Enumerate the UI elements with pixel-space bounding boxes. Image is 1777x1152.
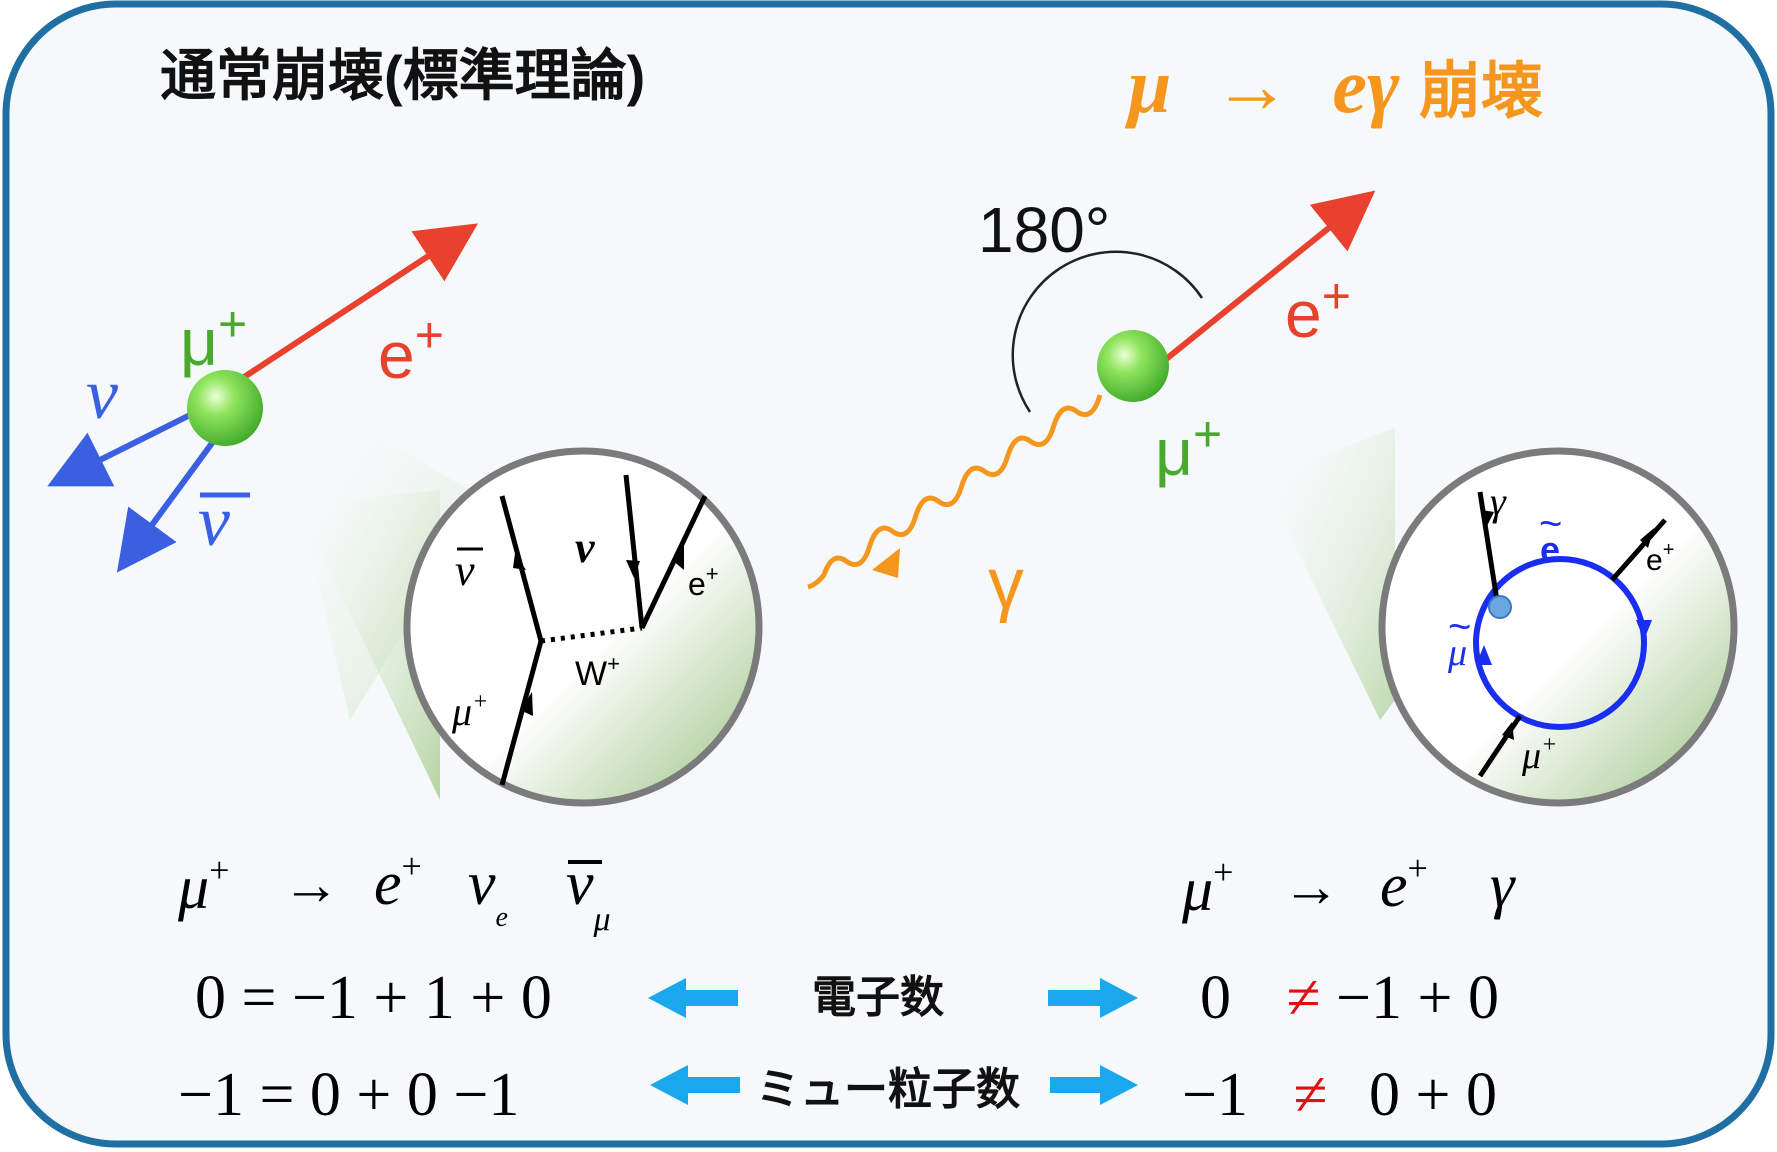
svg-text:→: → [1282, 854, 1340, 919]
photon-wave [807, 394, 1103, 590]
loop-arrow-right [1636, 620, 1652, 640]
arrow-right-electron [1048, 978, 1138, 1018]
right-inset: γ e+ e ~ μ ~ μ+ [1262, 428, 1738, 807]
arrow-right-muon [1050, 1065, 1138, 1105]
inset-w: W+ [575, 651, 620, 693]
right-decay: 180° e+ μ+ γ γ e+ e ~ μ ~ μ+ [807, 190, 1738, 807]
left-title: 通常崩壊(標準理論) [160, 44, 645, 107]
svg-text:νe: νe [468, 850, 508, 933]
left-zoom-cone-2 [300, 436, 485, 720]
f-w [540, 625, 643, 644]
right-electron-row: 0 ≠ −1 + 0 [1200, 964, 1499, 1032]
svg-text:μ+: μ+ [177, 850, 229, 922]
title-arrow: → [1213, 42, 1291, 129]
f-e [639, 494, 708, 630]
label-nu: ν [86, 354, 118, 434]
f-mu-in [499, 640, 544, 786]
svg-text:γ: γ [1490, 852, 1516, 920]
f-nubar-arrow [513, 553, 526, 570]
left-electron-row: 0 = −1 + 1 + 0 [195, 964, 552, 1032]
right-muon-row: −1 ≠ 0 + 0 [1182, 1061, 1497, 1129]
f-mu-arrow [520, 692, 533, 716]
neutrino-track [47, 407, 202, 487]
arrow-left-electron [648, 978, 738, 1018]
inset-smuon-tilde: ~ [1448, 605, 1471, 649]
loop [1473, 556, 1647, 730]
label-electron-number: 電子数 [812, 973, 944, 1022]
f-mu-arrow-r [1502, 722, 1514, 740]
f-e-arrow-r [1640, 528, 1654, 548]
label-angle: 180° [978, 194, 1110, 266]
left-muon-row: −1 = 0 + 0 −1 [178, 1061, 519, 1129]
title-suffix: 崩壊 [1419, 57, 1543, 126]
r-label-gamma: γ [988, 544, 1024, 624]
inset-mu: μ+ [451, 689, 488, 734]
right-zoom-cone [1262, 428, 1395, 720]
right-title: μ → eγ 崩壊 [1124, 42, 1543, 129]
arrow-left-muon [650, 1065, 740, 1105]
muon-ball [187, 370, 263, 446]
r-positron-track [1163, 190, 1376, 363]
f-nu-arrow [626, 560, 640, 578]
right-reaction: μ+ → e+ γ [1181, 848, 1516, 924]
positron-track [230, 223, 479, 388]
inset-eplus: e+ [688, 561, 719, 602]
vertex-dot [1488, 595, 1512, 619]
inset-gamma-r: γ [1490, 479, 1507, 524]
inset-selectron: e [1540, 529, 1560, 570]
f-e-arrow [672, 546, 684, 570]
f-e-r [1610, 518, 1667, 582]
left-inset-circle [403, 447, 763, 807]
svg-text:→: → [282, 852, 340, 917]
title-mu: μ [1124, 42, 1171, 129]
svg-text:μ+: μ+ [1181, 852, 1233, 924]
label-positron: e+ [378, 307, 444, 392]
f-gamma-arrow-r [1482, 510, 1494, 528]
r-muon-ball [1097, 330, 1169, 402]
inset-selectron-tilde: ~ [1539, 502, 1562, 546]
photon-head [872, 548, 900, 578]
antineutrino-track [116, 433, 221, 573]
inset-smuon: μ [1447, 632, 1467, 674]
f-nu [623, 474, 645, 629]
f-mu-in-r [1477, 714, 1523, 778]
inset-nu: ν [575, 523, 595, 572]
loop-arrow-left [1476, 645, 1492, 665]
title-egamma: eγ [1332, 42, 1400, 129]
r-label-positron: e+ [1285, 268, 1351, 351]
inset-nubar: ν [455, 546, 475, 595]
angle-arc [1011, 250, 1204, 413]
label-muon-number: ミュー粒子数 [756, 1065, 1020, 1114]
left-inset: ν ν e+ W+ μ+ [403, 447, 763, 807]
left-decay: μ+ e+ ν ν ν ν e+ W+ μ+ [47, 223, 763, 807]
inset-mu-r: μ+ [1521, 732, 1557, 777]
r-label-muon: μ+ [1155, 406, 1222, 489]
left-reaction: μ+ → e+ νe νμ [177, 846, 611, 938]
label-muon: μ+ [180, 296, 247, 379]
svg-text:e+: e+ [1380, 848, 1428, 920]
svg-text:e+: e+ [374, 846, 422, 918]
inset-eplus-r: e+ [1646, 539, 1674, 577]
